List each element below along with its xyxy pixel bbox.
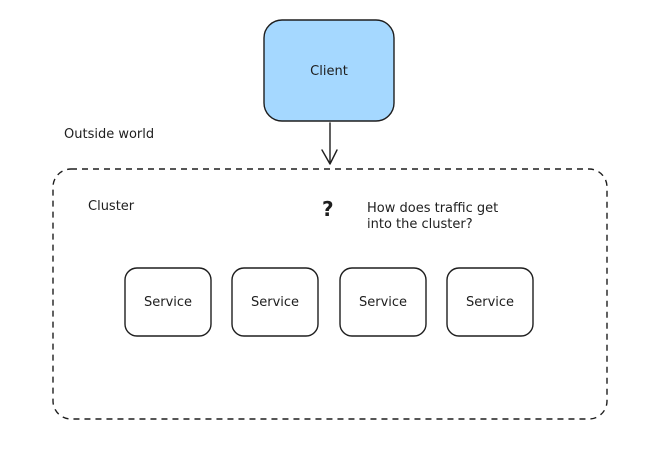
service-node-2[interactable]: Service [231,267,319,337]
client-box [263,19,395,122]
client-to-cluster-arrow [321,122,338,165]
outside-world-label: Outside world [64,127,155,142]
service-box [339,267,427,337]
service-node-1[interactable]: Service [124,267,212,337]
service-node-4[interactable]: Service [446,267,534,337]
traffic-question-line-2: into the cluster? [367,217,473,232]
cluster-label: Cluster [88,199,135,214]
client-label: Client [310,64,348,79]
service-label: Service [144,295,192,310]
traffic-question-line-1: How does traffic get [367,201,499,216]
cluster-boundary [52,168,608,420]
service-label: Service [251,295,299,310]
service-box [231,267,319,337]
client-node[interactable]: Client [263,19,395,122]
question-mark-icon: ? [322,197,334,221]
service-node-3[interactable]: Service [339,267,427,337]
service-label: Service [359,295,407,310]
service-box [124,267,212,337]
arrow-head [321,149,338,165]
service-label: Service [466,295,514,310]
service-box [446,267,534,337]
